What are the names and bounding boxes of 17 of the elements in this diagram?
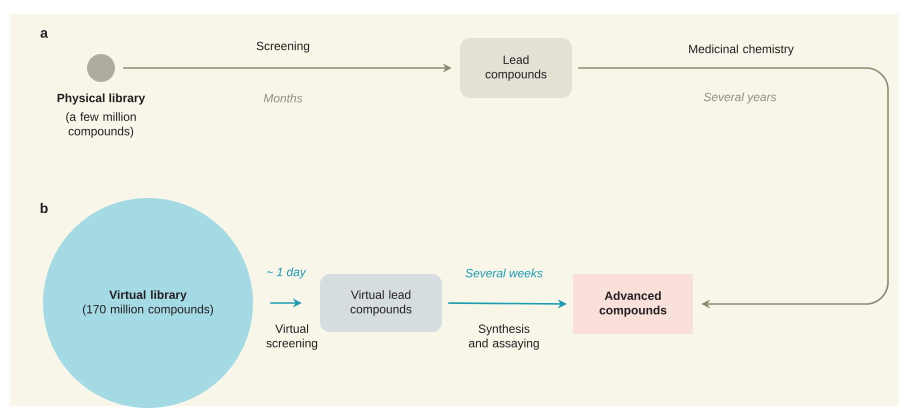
edge-label: Medicinal chemistry xyxy=(689,44,794,56)
edge-label: Screening xyxy=(256,41,310,53)
edge-label: Synthesis and assaying xyxy=(468,324,539,350)
panel-letter: b xyxy=(40,202,48,214)
result-box: Advanced compounds xyxy=(573,274,693,334)
library-dot xyxy=(87,54,115,82)
panel-letter: a xyxy=(40,30,48,38)
edge-label: Virtual screening xyxy=(266,324,318,350)
node-caption: Physical library xyxy=(58,93,146,105)
process-box: Virtual lead compounds xyxy=(320,274,442,332)
process-box: Lead compounds xyxy=(460,38,572,98)
duration-label: ~ 1 day xyxy=(266,267,306,279)
duration-label: Several weeks xyxy=(465,268,543,278)
duration-label: Several years xyxy=(704,92,776,104)
duration-label: Months xyxy=(264,94,302,102)
node-caption: (a few million compounds) xyxy=(66,112,136,138)
arrow xyxy=(578,67,889,309)
